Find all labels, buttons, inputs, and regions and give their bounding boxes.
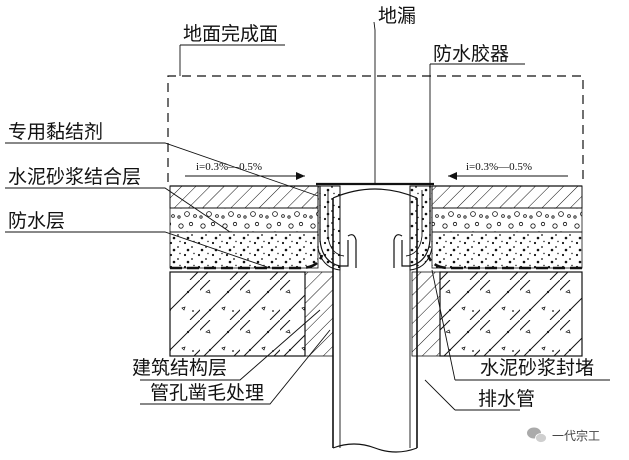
leader-lines <box>5 21 610 411</box>
label-waterproof-layer: 防水层 <box>8 210 65 232</box>
floor-finish-dashed-outline <box>167 75 584 182</box>
wechat-icon <box>527 427 547 443</box>
slope-left: i=0.3%—0.5% <box>196 161 262 173</box>
label-floor-drain: 地漏 <box>378 5 416 27</box>
label-drain-pipe: 排水管 <box>478 388 535 410</box>
slope-right: i=0.3%—0.5% <box>466 161 532 173</box>
label-cement-mortar-seal: 水泥砂浆封堵 <box>480 357 594 379</box>
left-floor-layers <box>169 185 319 269</box>
watermark-text: 一代宗工 <box>552 428 600 443</box>
label-special-adhesive: 专用黏结剂 <box>8 121 103 143</box>
watermark: 一代宗工 <box>527 427 600 443</box>
label-waterproof-sealant: 防水胶器 <box>433 43 509 65</box>
label-cement-mortar-bond: 水泥砂浆结合层 <box>8 166 141 188</box>
right-floor-layers <box>431 185 583 269</box>
structural-slab <box>169 271 583 357</box>
label-floor-finish: 地面完成面 <box>183 23 278 45</box>
label-building-structure: 建筑结构层 <box>132 357 227 379</box>
label-pipe-hole-roughening: 管孔凿毛处理 <box>150 382 264 404</box>
drain-pipe <box>332 188 418 453</box>
slope-arrows <box>185 172 568 180</box>
mortar-seal <box>317 185 433 271</box>
